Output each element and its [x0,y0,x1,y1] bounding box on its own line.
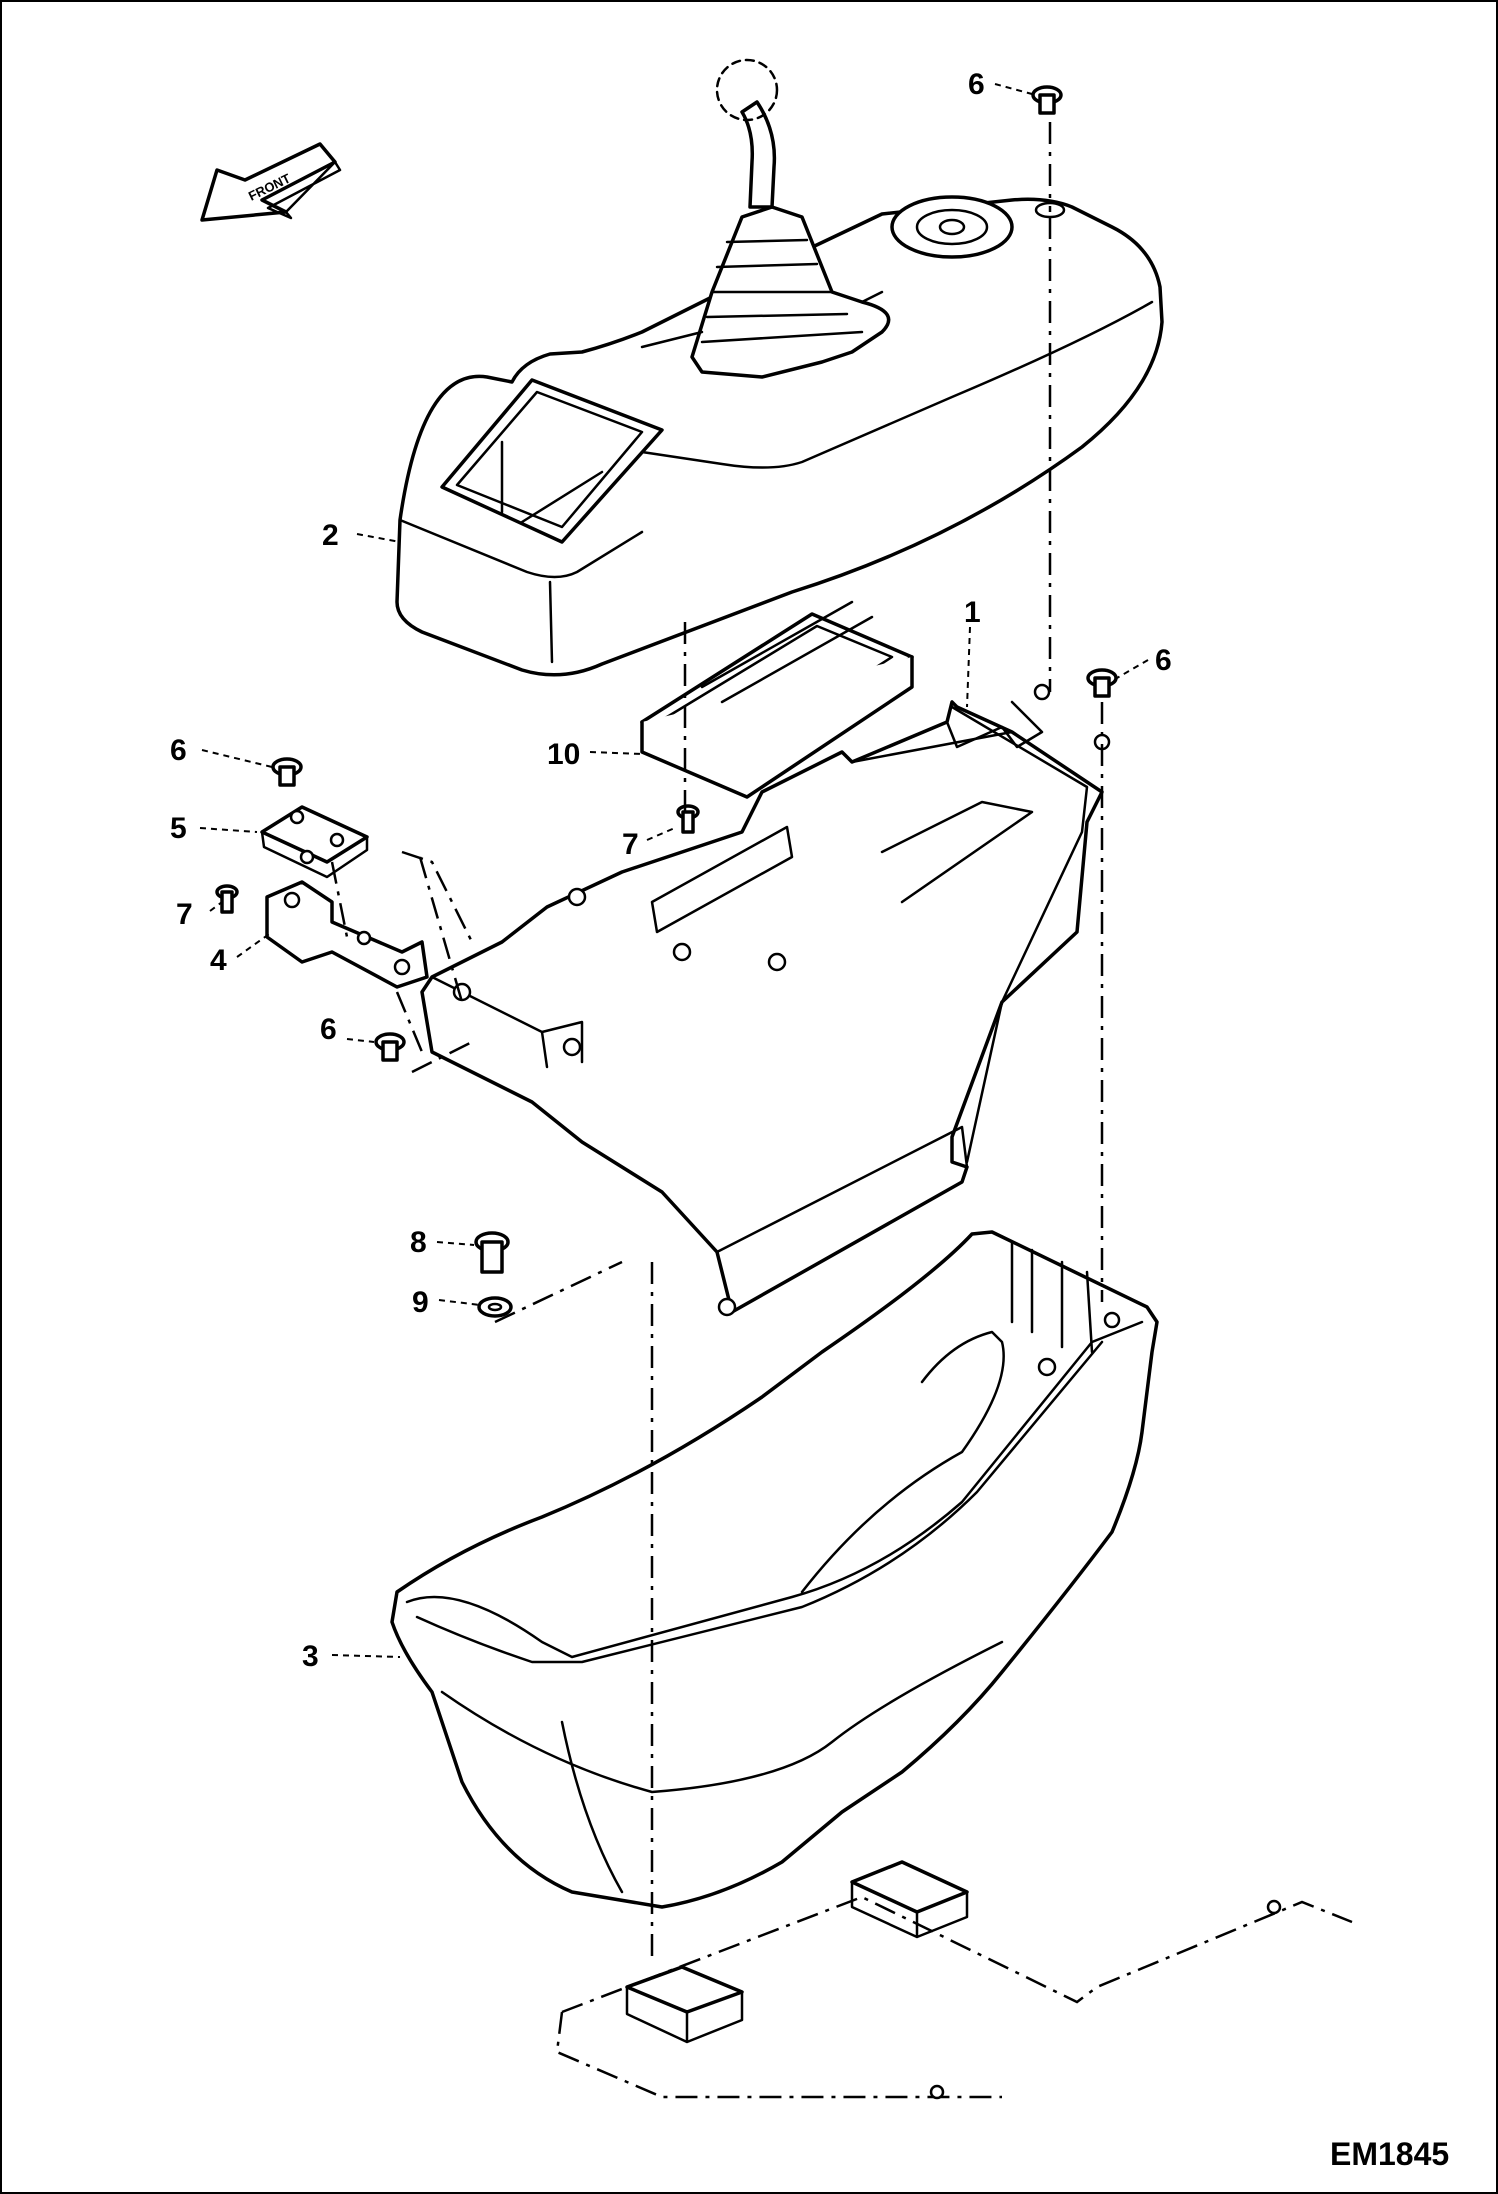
bolt-8-icon [474,1231,510,1274]
screw-7a-icon [676,804,700,834]
callout-5: 5 [170,812,187,845]
washer-9-icon [477,1296,513,1318]
small-bracket [260,805,369,879]
drawing-id: EM1845 [1330,2136,1449,2172]
floor-mounts [555,1860,1353,2100]
callout-6-top: 6 [968,68,985,101]
main-bracket-frame [420,683,1111,1317]
fasteners [215,85,1118,1318]
callout-3: 3 [302,1640,319,1673]
lower-console-housing [390,1230,1159,1909]
bolt-6b-icon [1086,668,1118,698]
callout-7-left: 7 [176,898,193,931]
callout-6-lower: 6 [320,1013,337,1046]
callouts: 6 2 1 6 6 10 5 7 7 4 6 8 9 3 [170,68,1172,1673]
callout-6-right: 6 [1155,644,1172,677]
front-arrow-icon: FRONT [200,142,342,222]
callout-1: 1 [964,596,981,629]
callout-6-left: 6 [170,734,187,767]
callout-9: 9 [412,1286,429,1319]
callout-10: 10 [547,738,580,771]
bolt-6c-icon [271,757,303,787]
cover-plate [640,600,914,799]
callout-7-upper: 7 [622,828,639,861]
upper-console-cover [395,58,1164,677]
callout-4: 4 [210,944,227,977]
callout-8: 8 [410,1226,427,1259]
bolt-6d-icon [374,1032,406,1062]
callout-2: 2 [322,519,339,552]
leader-lines [199,83,1149,1658]
alignment-lines [330,122,1104,1962]
screw-7b-icon [215,884,239,914]
bolt-6a-icon [1031,85,1063,115]
